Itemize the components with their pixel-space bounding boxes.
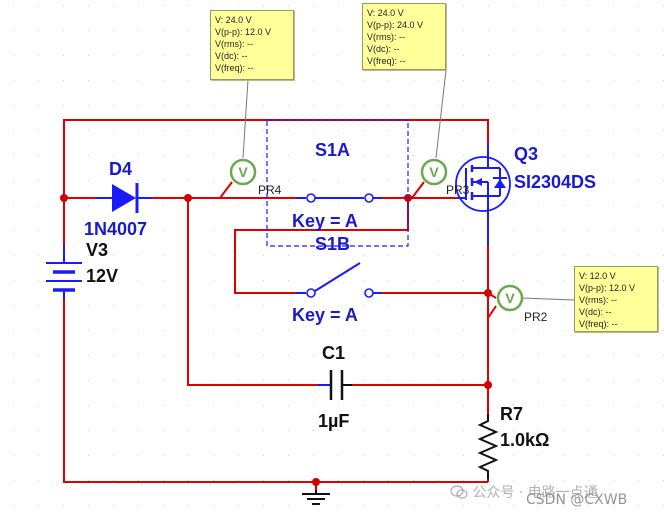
wechat-icon <box>450 485 468 499</box>
probe-pr3[interactable]: V PR3 <box>420 158 470 197</box>
switch-contact <box>364 288 374 298</box>
mosfet-part: SI2304DS <box>514 172 596 192</box>
mosfet-ref: Q3 <box>514 144 538 164</box>
junction-dot <box>184 194 192 202</box>
mosfet-q3[interactable]: Q3 SI2304DS <box>455 143 596 293</box>
readout-vfreq: V(freq): -- <box>215 63 254 73</box>
capacitor-c1[interactable]: C1 1µF <box>318 343 352 431</box>
readout-vdc: V(dc): -- <box>579 307 612 317</box>
junction-dot <box>312 478 320 486</box>
probe-label: PR2 <box>524 310 548 324</box>
probe-pr3-readout: V: 24.0 V V(p-p): 24.0 V V(rms): -- V(dc… <box>362 3 446 70</box>
battery-value: 12V <box>86 266 118 286</box>
diode-ref: D4 <box>109 159 132 179</box>
switch-b-key: Key = A <box>292 305 358 325</box>
readout-vdc: V(dc): -- <box>367 44 400 54</box>
junction-dot <box>484 381 492 389</box>
wires <box>63 119 497 490</box>
probe-symbol: V <box>238 164 248 180</box>
probe-leader-lines <box>242 69 575 301</box>
watermark-text: 公众号 · 电路一点通 <box>472 485 598 501</box>
switch-a-key: Key = A <box>292 211 358 231</box>
battery-v3[interactable]: V3 12V <box>46 240 118 300</box>
readout-vpp: V(p-p): 24.0 V <box>367 20 424 30</box>
readout-vpp: V(p-p): 12.0 V <box>215 27 272 37</box>
voltmeter-probe-icon <box>229 158 257 186</box>
resistor-zigzag <box>477 414 499 479</box>
resistor-r7[interactable]: R7 1.0kΩ <box>477 404 549 479</box>
junction-dot <box>60 194 68 202</box>
mosfet-body <box>455 156 511 212</box>
diode-symbol <box>112 184 136 212</box>
diode-part: 1N4007 <box>84 219 147 239</box>
probe-label: PR4 <box>258 183 282 197</box>
watermark: 公众号 · 电路一点通 <box>450 482 598 502</box>
ground-symbol <box>302 490 330 505</box>
switch-s1b[interactable]: S1B Key = A <box>292 234 382 325</box>
probe-pr4[interactable]: V PR4 <box>229 158 282 197</box>
readout-voltage: V: 24.0 V <box>215 15 252 25</box>
mosfet-arrow <box>474 178 482 186</box>
readout-vpp: V(p-p): 12.0 V <box>579 283 636 293</box>
battery-ref: V3 <box>86 240 108 260</box>
readout-vfreq: V(freq): -- <box>367 56 406 66</box>
switch-contact <box>364 193 374 203</box>
probe-pr2[interactable]: V PR2 <box>496 284 548 324</box>
probe-symbol: V <box>429 164 439 180</box>
readout-vfreq: V(freq): -- <box>579 319 618 329</box>
probe-pr2-readout: V: 12.0 V V(p-p): 12.0 V V(rms): -- V(dc… <box>574 266 658 332</box>
switch-s1a[interactable]: S1A Key = A <box>292 140 382 231</box>
switch-b-ref: S1B <box>315 234 350 254</box>
diode-d4[interactable]: D4 1N4007 <box>84 159 152 239</box>
probe-label: PR3 <box>446 183 470 197</box>
probe-pr4-readout: V: 24.0 V V(p-p): 12.0 V V(rms): -- V(dc… <box>210 10 294 80</box>
csdn-watermark: CSDN @CXWB <box>526 492 628 508</box>
readout-vdc: V(dc): -- <box>215 51 248 61</box>
switch-contact <box>306 288 316 298</box>
switch-contact <box>306 193 316 203</box>
resistor-value: 1.0kΩ <box>500 430 549 450</box>
resistor-ref: R7 <box>500 404 523 424</box>
junction-dots <box>60 194 492 486</box>
switch-a-ref: S1A <box>315 140 350 160</box>
voltmeter-probe-icon <box>420 158 448 186</box>
readout-vrms: V(rms): -- <box>367 32 405 42</box>
mosfet-body-diode <box>494 179 506 188</box>
readout-voltage: V: 24.0 V <box>367 8 404 18</box>
readout-voltage: V: 12.0 V <box>579 271 616 281</box>
voltmeter-probe-icon <box>496 284 524 312</box>
capacitor-ref: C1 <box>322 343 345 363</box>
readout-vrms: V(rms): -- <box>579 295 617 305</box>
probe-symbol: V <box>505 290 515 306</box>
readout-vrms: V(rms): -- <box>215 39 253 49</box>
switch-group-outline <box>266 119 409 247</box>
capacitor-value: 1µF <box>318 411 349 431</box>
